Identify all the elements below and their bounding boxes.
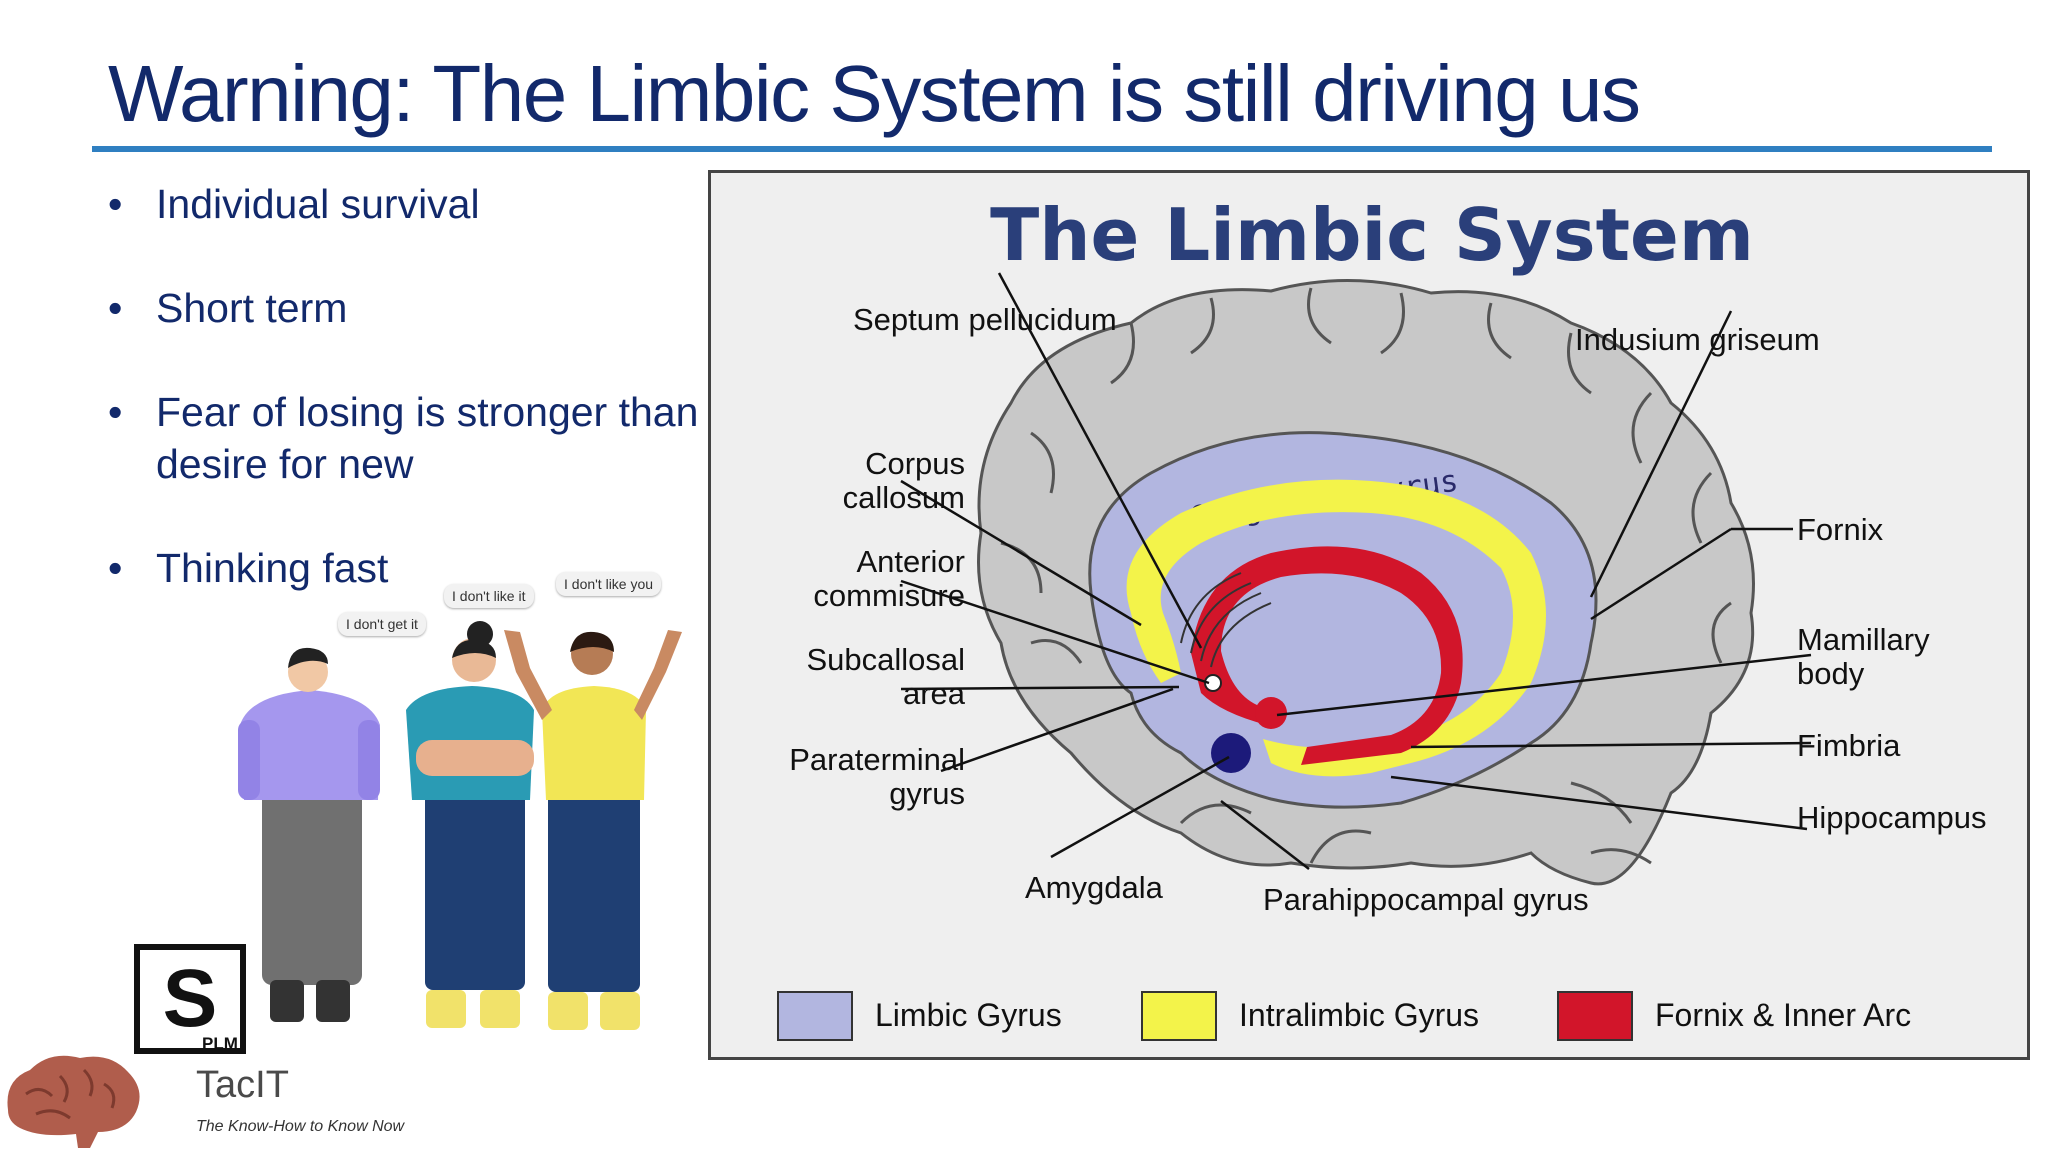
bullet-text: Individual survival — [156, 181, 480, 227]
legend-swatch-intralimbic — [1141, 991, 1217, 1041]
label-mamillary-body: Mamillary body — [1797, 622, 1930, 691]
bullet-dot: • — [108, 181, 123, 227]
splm-logo: S — [134, 944, 246, 1054]
label-anterior-commisure: Anterior commisure — [813, 544, 965, 613]
slide-title: Warning: The Limbic System is still driv… — [108, 49, 1641, 138]
bullet-text: Fear of losing is stronger than desire f… — [156, 389, 699, 487]
label-septum-pellucidum: Septum pellucidum — [853, 302, 1117, 337]
logo-sub: PLM — [202, 1034, 238, 1053]
title-underline — [92, 146, 1992, 152]
logo-letter: S — [162, 953, 218, 1044]
bullet-dot: • — [108, 285, 123, 331]
label-indusium-griseum: Indusium griseum — [1575, 322, 1820, 357]
legend-label-intralimbic: Intralimbic Gyrus — [1239, 997, 1480, 1033]
legend-swatch-limbic — [777, 991, 853, 1041]
diagram-title: The Limbic System — [990, 193, 1754, 277]
bullet-dot: • — [108, 545, 123, 591]
brain-logo-icon — [7, 1055, 140, 1148]
people-illustration — [230, 560, 690, 1060]
speech-bubble: I don't like it — [444, 584, 534, 608]
label-subcallosal-area: Subcallosal area — [806, 642, 965, 711]
legend-label-limbic: Limbic Gyrus — [875, 997, 1062, 1033]
bullet-text: Thinking fast — [156, 545, 389, 591]
leader-lines — [900, 272, 1812, 870]
brand-name: TacIT — [196, 1064, 289, 1106]
speech-bubble: I don't get it — [338, 612, 426, 636]
bullet-text: Short term — [156, 285, 348, 331]
label-corpus-callosum: Corpus callosum — [842, 446, 965, 515]
amygdala-marker — [1211, 733, 1251, 773]
brand-tagline: The Know-How to Know Now — [196, 1118, 405, 1135]
legend-label-fornix: Fornix & Inner Arc — [1655, 997, 1912, 1033]
label-amygdala: Amygdala — [1025, 870, 1163, 905]
person-confused — [238, 647, 380, 1022]
person-shrugging — [504, 630, 682, 1030]
legend-swatch-fornix — [1557, 991, 1633, 1041]
label-hippocampus: Hippocampus — [1797, 800, 1987, 835]
label-fornix: Fornix — [1797, 512, 1884, 547]
bullet-dot: • — [108, 389, 123, 435]
mamillary-body — [1255, 697, 1287, 729]
anterior-commissure-marker — [1204, 674, 1222, 692]
label-fimbria: Fimbria — [1797, 728, 1901, 763]
label-parahippocampal-gyrus: Parahippocampal gyrus — [1263, 882, 1589, 917]
speech-bubble: I don't like you — [556, 572, 662, 596]
brain-illustration: Cingulate gyrus — [900, 272, 1812, 886]
limbic-system-diagram: Cingulate gyrus — [708, 170, 2030, 1060]
label-paraterminal-gyrus: Paraterminal gyrus — [789, 742, 965, 811]
person-arms-crossed — [406, 621, 534, 1028]
